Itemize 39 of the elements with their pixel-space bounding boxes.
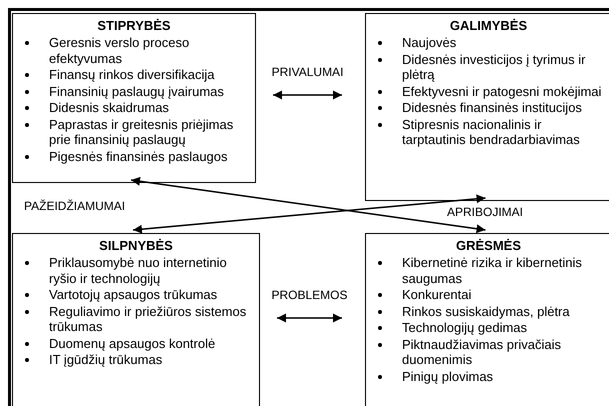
bullet-item: Vartotojų apsaugos trūkumas [21,287,251,302]
bullet-item: Efektyvesni ir patogesni mokėjimai [374,84,603,99]
bullet-item: Technologijų gedimas [374,320,603,336]
edge-label: PRIVALUMAI [270,65,346,79]
bullet-item: Kibernetinė rizika ir kibernetinis saugumas [374,255,603,286]
quadrant-heading: GALIMYBĖS [448,18,528,34]
bullet-item: Didesnės finansinės institucijos [374,100,603,116]
quadrant-heading: SILPNYBĖS [98,238,174,254]
bullet-item: Konkurentai [374,287,603,302]
quadrant-box [12,13,256,183]
quadrant-box [365,233,609,406]
bullet-item: Reguliavimo ir priežiūros sistemos trūkumas [21,304,251,334]
bullet-item: Pigesnės finansinės paslaugos [21,148,247,164]
double-arrow [277,314,342,322]
quadrant-heading: GRĖSMĖS [454,238,522,254]
bullet-item: Geresnis verslo proceso efektyvumas [21,35,247,66]
quadrant-box [365,13,609,201]
bullet-item: Didesnis skaidrumas [21,100,247,116]
outer-frame [8,8,609,406]
relation-label: PAŽEIDŽIAMUMAI [24,199,126,213]
quadrant-box [12,233,260,406]
bullet-item: Pinigų plovimas [374,368,603,384]
edge-label: PROBLEMOS [269,288,350,302]
bullet-item: Finansinių paslaugų įvairumas [21,84,247,99]
bullet-item: Rinkos susiskaidymas, plėtra [374,304,603,319]
bullet-item: IT įgūdžių trūkumas [21,352,251,368]
bullet-item: Paprastas ir greitesnis priėjimas prie finansinių paslaugų [21,116,247,148]
bullet-item: Duomenų apsaugos kontrolė [21,336,251,351]
bullet-item: Finansų rinkos diversifikacija [21,67,247,82]
quadrant-heading: STIPRYBĖS [96,18,172,34]
bullet-item: Piktnaudžiavimas privačiais duomenimis [374,336,603,368]
relation-label: APRIBOJIMAI [447,205,524,219]
bullet-item: Naujovės [374,35,603,50]
bullet-item: Stipresnis nacionalinis ir tarptautinis bendradarbiavimas [374,116,603,148]
double-arrow [132,194,486,234]
bullet-item: Priklausomybė nuo internetinio ryšio ir technologijų [21,255,251,286]
bullet-item: Didesnės investicijos į tyrimus ir plėtrą [374,52,603,82]
double-arrow [273,90,342,100]
double-arrow [130,176,486,234]
